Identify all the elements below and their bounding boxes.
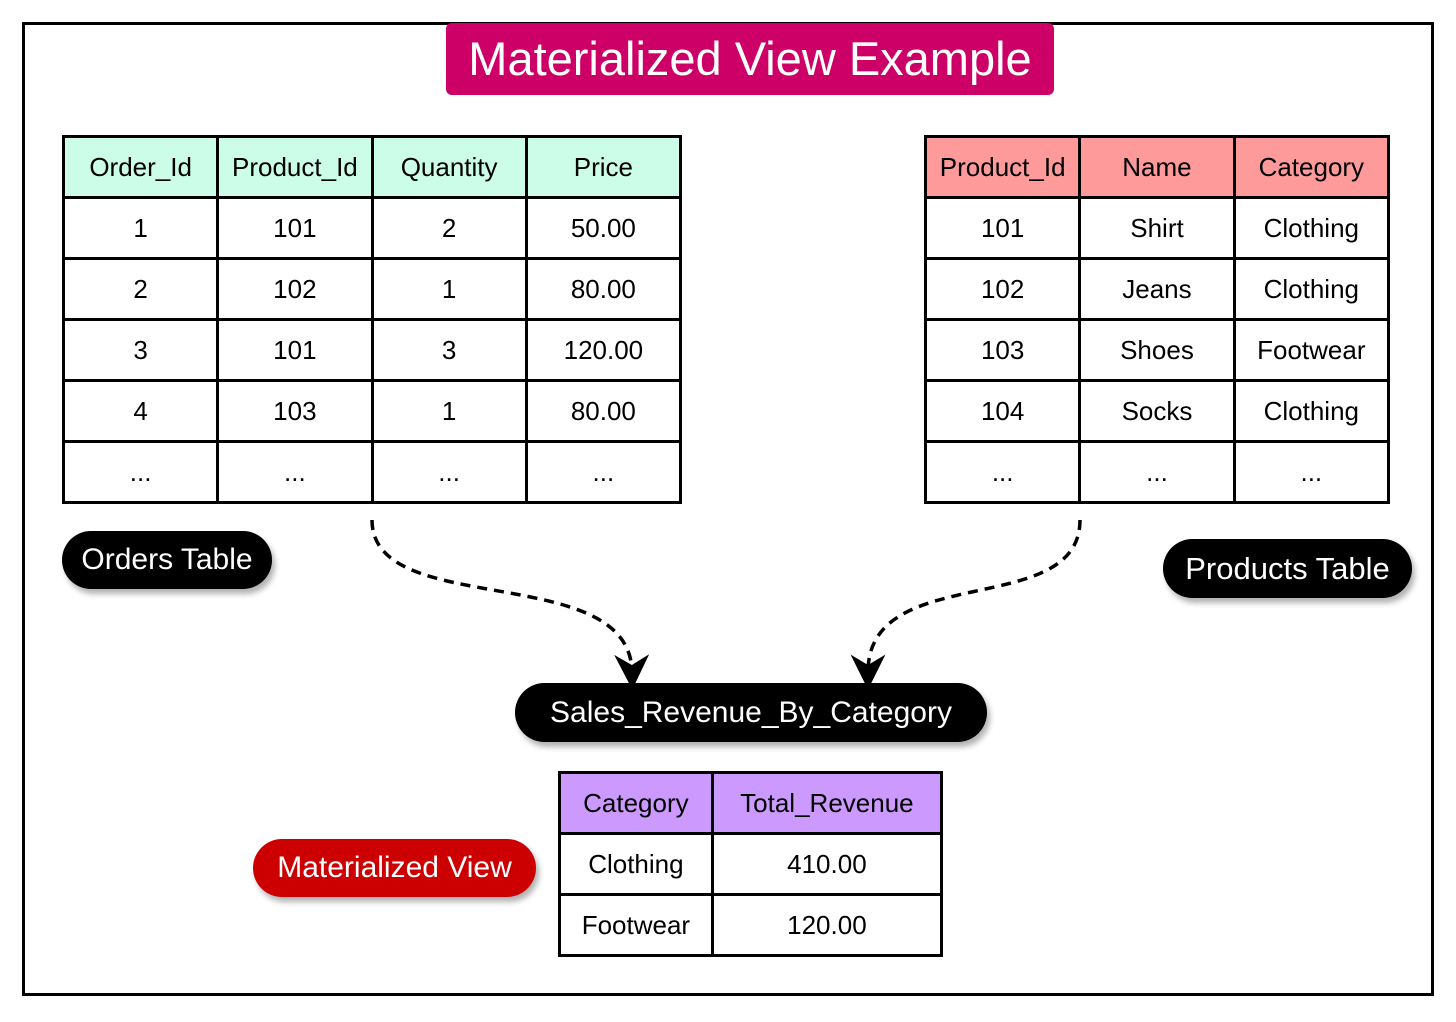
table-cell: 2: [370, 196, 528, 260]
table-row: ... ... ... ...: [61, 440, 683, 504]
table-cell: 103: [923, 318, 1082, 382]
table-cell: 4: [61, 379, 220, 443]
table-cell: ...: [61, 440, 220, 504]
materialized-view-label: Materialized View: [253, 839, 536, 897]
table-row: 104 Socks Clothing: [923, 379, 1391, 443]
table-cell: 1: [370, 257, 528, 321]
table-cell: Shirt: [1078, 196, 1236, 260]
table-cell: Clothing: [558, 832, 714, 896]
table-cell: 3: [61, 318, 220, 382]
table-row: 102 Jeans Clothing: [923, 257, 1391, 321]
table-cell: 102: [923, 257, 1082, 321]
table-cell: Footwear: [1232, 318, 1391, 382]
table-row: 1 101 2 50.00: [61, 196, 683, 260]
column-header: Product_Id: [216, 135, 374, 199]
table-cell: 50.00: [524, 196, 683, 260]
table-cell: ...: [524, 440, 683, 504]
column-header: Name: [1078, 135, 1236, 199]
table-cell: 101: [216, 318, 374, 382]
diagram-title: Materialized View Example: [446, 23, 1054, 95]
table-row: 3 101 3 120.00: [61, 318, 683, 382]
materialized-view-table: Category Total_Revenue Clothing 410.00 F…: [558, 771, 944, 957]
table-cell: Clothing: [1232, 196, 1391, 260]
table-cell: 101: [216, 196, 374, 260]
column-header: Total_Revenue: [710, 771, 944, 835]
table-row: 4 103 1 80.00: [61, 379, 683, 443]
table-cell: 2: [61, 257, 220, 321]
table-cell: 1: [370, 379, 528, 443]
column-header: Category: [1232, 135, 1391, 199]
table-cell: Clothing: [1232, 257, 1391, 321]
table-cell: ...: [923, 440, 1082, 504]
table-row: 101 Shirt Clothing: [923, 196, 1391, 260]
table-cell: Jeans: [1078, 257, 1236, 321]
column-header: Order_Id: [61, 135, 220, 199]
products-table-label: Products Table: [1163, 539, 1412, 598]
table-cell: ...: [1232, 440, 1391, 504]
table-row: ... ... ...: [923, 440, 1391, 504]
table-cell: Shoes: [1078, 318, 1236, 382]
products-table: Product_Id Name Category 101 Shirt Cloth…: [923, 135, 1391, 504]
orders-table-label: Orders Table: [62, 531, 272, 589]
table-cell: 120.00: [524, 318, 683, 382]
table-cell: 120.00: [710, 893, 944, 957]
table-cell: Clothing: [1232, 379, 1391, 443]
column-header: Product_Id: [923, 135, 1082, 199]
table-cell: 80.00: [524, 257, 683, 321]
table-cell: ...: [1078, 440, 1236, 504]
table-header-row: Category Total_Revenue: [558, 771, 944, 835]
table-cell: 3: [370, 318, 528, 382]
table-cell: ...: [216, 440, 374, 504]
table-cell: 102: [216, 257, 374, 321]
orders-table: Order_Id Product_Id Quantity Price 1 101…: [61, 135, 683, 504]
table-cell: Socks: [1078, 379, 1236, 443]
table-cell: 80.00: [524, 379, 683, 443]
view-name-label: Sales_Revenue_By_Category: [515, 683, 987, 742]
table-row: 103 Shoes Footwear: [923, 318, 1391, 382]
column-header: Category: [558, 771, 714, 835]
table-cell: 410.00: [710, 832, 944, 896]
table-cell: ...: [370, 440, 528, 504]
table-row: Clothing 410.00: [558, 832, 944, 896]
table-header-row: Product_Id Name Category: [923, 135, 1391, 199]
column-header: Quantity: [370, 135, 528, 199]
table-cell: 1: [61, 196, 220, 260]
table-cell: 104: [923, 379, 1082, 443]
table-cell: Footwear: [558, 893, 714, 957]
column-header: Price: [524, 135, 683, 199]
table-cell: 101: [923, 196, 1082, 260]
table-header-row: Order_Id Product_Id Quantity Price: [61, 135, 683, 199]
table-row: Footwear 120.00: [558, 893, 944, 957]
table-row: 2 102 1 80.00: [61, 257, 683, 321]
table-cell: 103: [216, 379, 374, 443]
